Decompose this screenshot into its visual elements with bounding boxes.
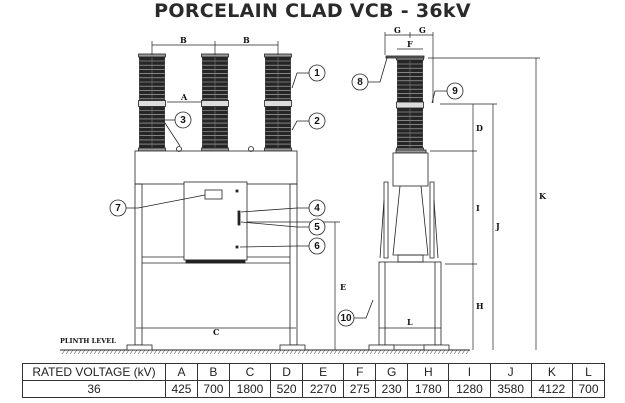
table-header-cell: H <box>407 363 450 381</box>
table-cell: 230 <box>375 380 409 398</box>
dim-label-c: C <box>213 327 219 337</box>
callout-number: 8 <box>357 77 363 88</box>
dim-label-g: G <box>394 25 401 35</box>
callout-number: 3 <box>180 115 186 126</box>
operating-handle <box>237 210 241 226</box>
front-view <box>126 53 306 351</box>
insulator-pole <box>201 53 229 152</box>
table-header-cell: E <box>302 363 345 381</box>
callout-number: 1 <box>314 68 320 79</box>
callout-number: 5 <box>314 222 320 233</box>
page-title: PORCELAIN CLAD VCB - 36kV <box>154 0 471 22</box>
table-cell: 36 <box>22 380 166 398</box>
plinth-level-label: PLINTH LEVEL <box>60 337 116 345</box>
table-cell: 520 <box>270 380 304 398</box>
callout-number: 4 <box>314 203 320 214</box>
dim-label-i: I <box>476 203 480 213</box>
table-header-cell: L <box>571 363 606 381</box>
callout-1: 1 <box>291 64 326 89</box>
dim-label-d: D <box>476 123 483 133</box>
dim-label-j: J <box>495 221 500 231</box>
table-header-cell: B <box>196 363 230 381</box>
table-cell: 275 <box>343 380 377 398</box>
callout-7: 7 <box>109 194 206 217</box>
callout-number: 10 <box>340 313 352 324</box>
callout-3: 3 <box>162 111 192 147</box>
dim-label-b: B <box>243 35 250 45</box>
callout-6: 6 <box>239 237 326 255</box>
callout-number: 6 <box>314 241 320 252</box>
dim-label-l: L <box>407 317 413 327</box>
dim-label-f: F <box>407 39 413 49</box>
dim-label-b: B <box>180 35 187 45</box>
table-header-cell: A <box>165 363 198 381</box>
support-structure <box>378 261 442 346</box>
dim-label-a: A <box>180 92 188 102</box>
dimensions <box>136 32 540 350</box>
table-header-cell: F <box>343 363 377 381</box>
callout-number: 9 <box>452 86 458 97</box>
table-header-cell: J <box>489 363 532 381</box>
table-header-cell: K <box>530 363 573 381</box>
table-header-cell: C <box>228 363 272 381</box>
front-base-housing <box>134 150 298 185</box>
table-cell: 2270 <box>302 380 345 398</box>
vcb-drawing: PLINTH LEVEL <box>60 25 547 355</box>
callout-4: 4 <box>240 199 326 217</box>
table-cell: 700 <box>571 380 606 398</box>
table-cell: 1800 <box>228 380 272 398</box>
callout-9: 9 <box>431 82 464 104</box>
dim-label-g: G <box>419 25 426 35</box>
table-header-cell: I <box>448 363 491 381</box>
table-cell: 4122 <box>530 380 573 398</box>
table-cell: 700 <box>196 380 230 398</box>
table-cell: 425 <box>165 380 198 398</box>
table-cell: 1280 <box>448 380 491 398</box>
dim-label-k: K <box>539 191 547 201</box>
table-header-cell: G <box>375 363 409 381</box>
nameplate <box>204 189 223 200</box>
callout-number: 2 <box>314 116 320 127</box>
insulator-pole <box>138 53 166 152</box>
callout-10: 10 <box>337 299 374 327</box>
table-cell: 3580 <box>489 380 532 398</box>
side-view <box>368 55 450 351</box>
insulator-pole <box>264 53 292 152</box>
dim-label-h: H <box>476 301 484 311</box>
callout-5: 5 <box>240 218 326 236</box>
table-header-cell: RATED VOLTAGE (kV) <box>22 363 166 381</box>
table-cell: 1780 <box>407 380 450 398</box>
callout-8: 8 <box>351 57 388 91</box>
dim-label-e: E <box>340 282 346 292</box>
ground-line <box>60 349 470 355</box>
callout-2: 2 <box>291 112 326 131</box>
table-header-cell: D <box>270 363 304 381</box>
callout-number: 7 <box>115 203 121 214</box>
insulator-pole <box>396 56 424 152</box>
